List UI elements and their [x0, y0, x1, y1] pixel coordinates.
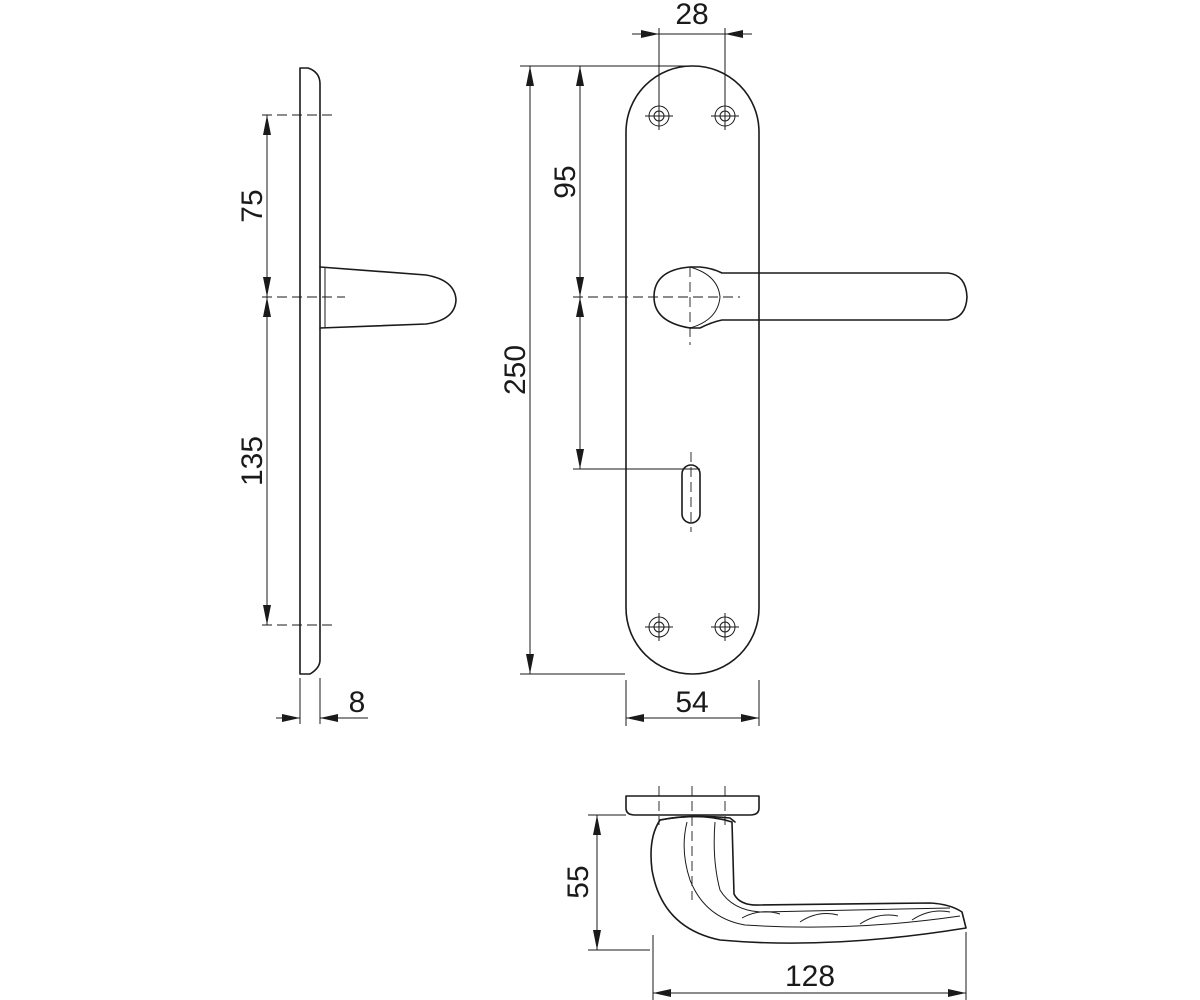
top-lever-rib-1	[741, 911, 781, 919]
dim-54: 54	[625, 680, 760, 726]
screw-hole-top-left	[645, 102, 673, 130]
top-lever-outer	[650, 815, 967, 944]
dim-8-label: 8	[349, 686, 366, 719]
dim-135-label: 135	[236, 436, 269, 486]
front-view: 28 250 95 54	[499, 0, 968, 726]
dim-54-label: 54	[675, 686, 708, 719]
top-lever-rib-4	[911, 910, 951, 921]
top-lever-inner-1	[683, 821, 961, 928]
dim-75: 75	[236, 115, 271, 297]
dim-55: 55	[562, 815, 601, 950]
front-lever-rose-edge	[689, 266, 721, 329]
dim-250: 250	[499, 66, 534, 674]
front-keyhole	[681, 464, 701, 524]
side-view: 75 135 8	[236, 67, 457, 724]
screw-hole-top-right	[711, 102, 739, 130]
top-view: 55 128	[562, 786, 967, 1000]
dim-8: 8	[276, 678, 368, 724]
dim-95-upper: 95	[549, 66, 584, 297]
screw-hole-bottom-left	[645, 613, 673, 641]
side-plate-profile	[299, 67, 321, 675]
top-plate	[625, 795, 760, 816]
top-lever-rib-2	[799, 913, 839, 923]
dim-28: 28	[632, 0, 752, 104]
dim-250-label: 250	[499, 345, 532, 395]
dim-75-label: 75	[236, 189, 269, 222]
dim-135: 135	[236, 297, 271, 625]
dim-95-label: 95	[549, 165, 582, 198]
front-lever	[653, 266, 968, 329]
dim-128: 128	[653, 960, 966, 997]
top-lever-inner-2	[713, 821, 951, 913]
side-lever-profile	[319, 266, 457, 329]
dim-28-label: 28	[675, 0, 708, 31]
dim-55-label: 55	[562, 865, 595, 898]
front-backplate	[625, 65, 760, 675]
top-lever-rib-3	[859, 914, 899, 925]
dim-128-label: 128	[785, 960, 835, 993]
screw-hole-bottom-right	[711, 613, 739, 641]
dim-spindle-keyhole	[576, 297, 584, 469]
